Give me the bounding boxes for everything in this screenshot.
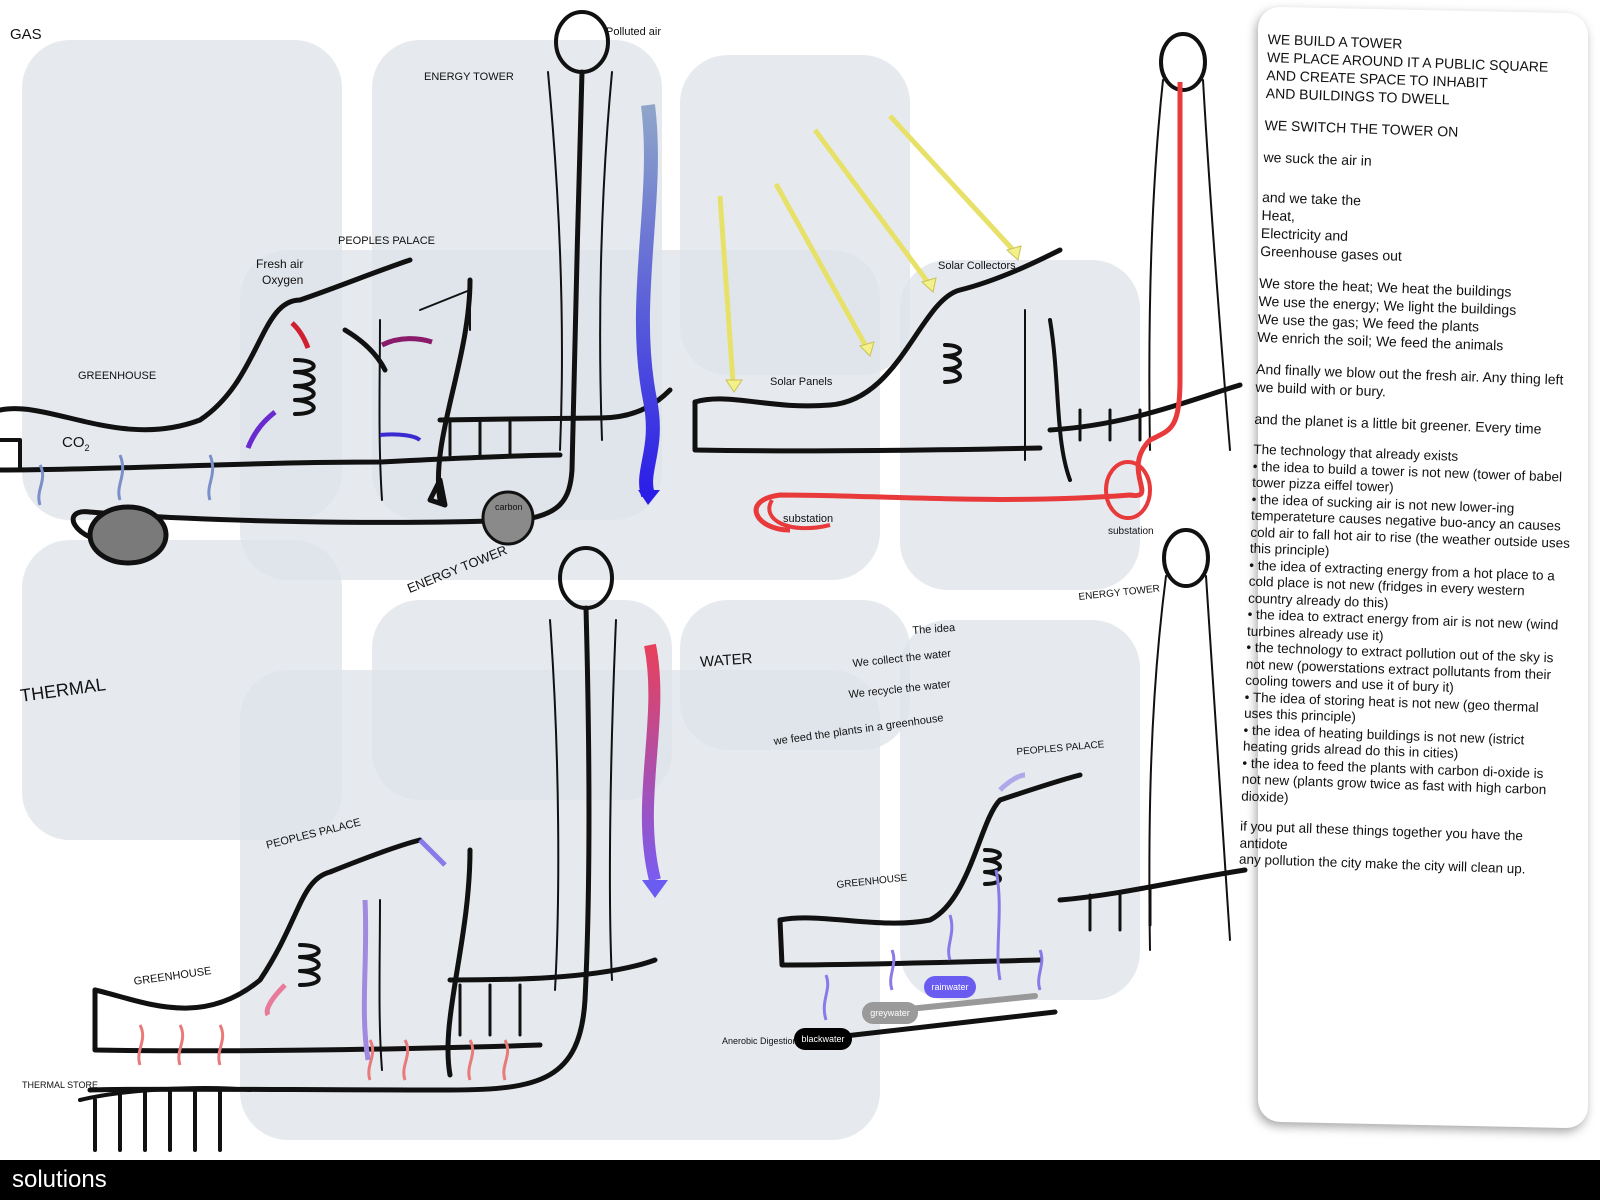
co2-subscript: 2 xyxy=(84,443,90,453)
solar-sketch xyxy=(692,32,1243,482)
water-sketch xyxy=(777,528,1248,1043)
panel-paragraph: And finally we blow out the fresh air. A… xyxy=(1255,360,1564,400)
oxygen-label: Oxygen xyxy=(262,273,304,287)
footer-label: solutions xyxy=(12,1166,107,1193)
substation-left-label: substation xyxy=(783,513,834,525)
background-tile xyxy=(240,670,880,1140)
peoples-palace-label: PEOPLES PALACE xyxy=(338,235,436,247)
solar-collectors-label: Solar Collectors xyxy=(938,260,1016,272)
thermal-store-label: THERMAL STORE xyxy=(22,1080,99,1090)
panel-paragraph: WE SWITCH THE TOWER ON xyxy=(1264,116,1459,140)
energy-tower-label: ENERGY TOWER xyxy=(424,71,514,83)
solar-panels-label: Solar Panels xyxy=(770,376,833,388)
thermal-sketch xyxy=(78,546,658,1152)
blackwater-pill: blackwater xyxy=(794,1028,852,1050)
panel-text: WE BUILD A TOWER WE PLACE AROUND IT A PU… xyxy=(1238,30,1588,893)
co2-label: CO2 xyxy=(62,434,90,453)
carbon-label: carbon xyxy=(495,502,523,512)
rainwater-pill: rainwater xyxy=(924,976,976,998)
panel-paragraph: The technology that already exists • the… xyxy=(1241,441,1571,805)
water-title: WATER xyxy=(699,650,754,671)
co2-text: CO xyxy=(62,434,85,451)
panel-paragraph: and the planet is a little bit greener. … xyxy=(1254,410,1542,437)
greywater-pill: greywater xyxy=(862,1002,918,1024)
substation-right-label: substation xyxy=(1108,526,1154,537)
gas-title: GAS xyxy=(10,26,42,43)
panel-paragraph: if you put all these things together you… xyxy=(1238,818,1526,877)
footer-bar: solutions xyxy=(0,1160,1600,1200)
panel-paragraph: WE BUILD A TOWER WE PLACE AROUND IT A PU… xyxy=(1265,30,1549,108)
anaerobic-digestion-label: Anerobic Digestion xyxy=(722,1036,798,1046)
diagram-sketch xyxy=(0,10,1248,1152)
fresh-air-label: Fresh air xyxy=(256,257,304,271)
panel-paragraph: we suck the air in xyxy=(1263,148,1372,169)
greenhouse-label: GREENHOUSE xyxy=(78,370,157,382)
background-tile xyxy=(900,620,1140,1000)
gas-sketch xyxy=(0,10,673,566)
panel-paragraph: and we take the Heat, Electricity and Gr… xyxy=(1260,188,1403,264)
panel-paragraph: We store the heat; We heat the buildings… xyxy=(1257,274,1517,354)
polluted-air-label: Polluted air xyxy=(606,26,662,38)
